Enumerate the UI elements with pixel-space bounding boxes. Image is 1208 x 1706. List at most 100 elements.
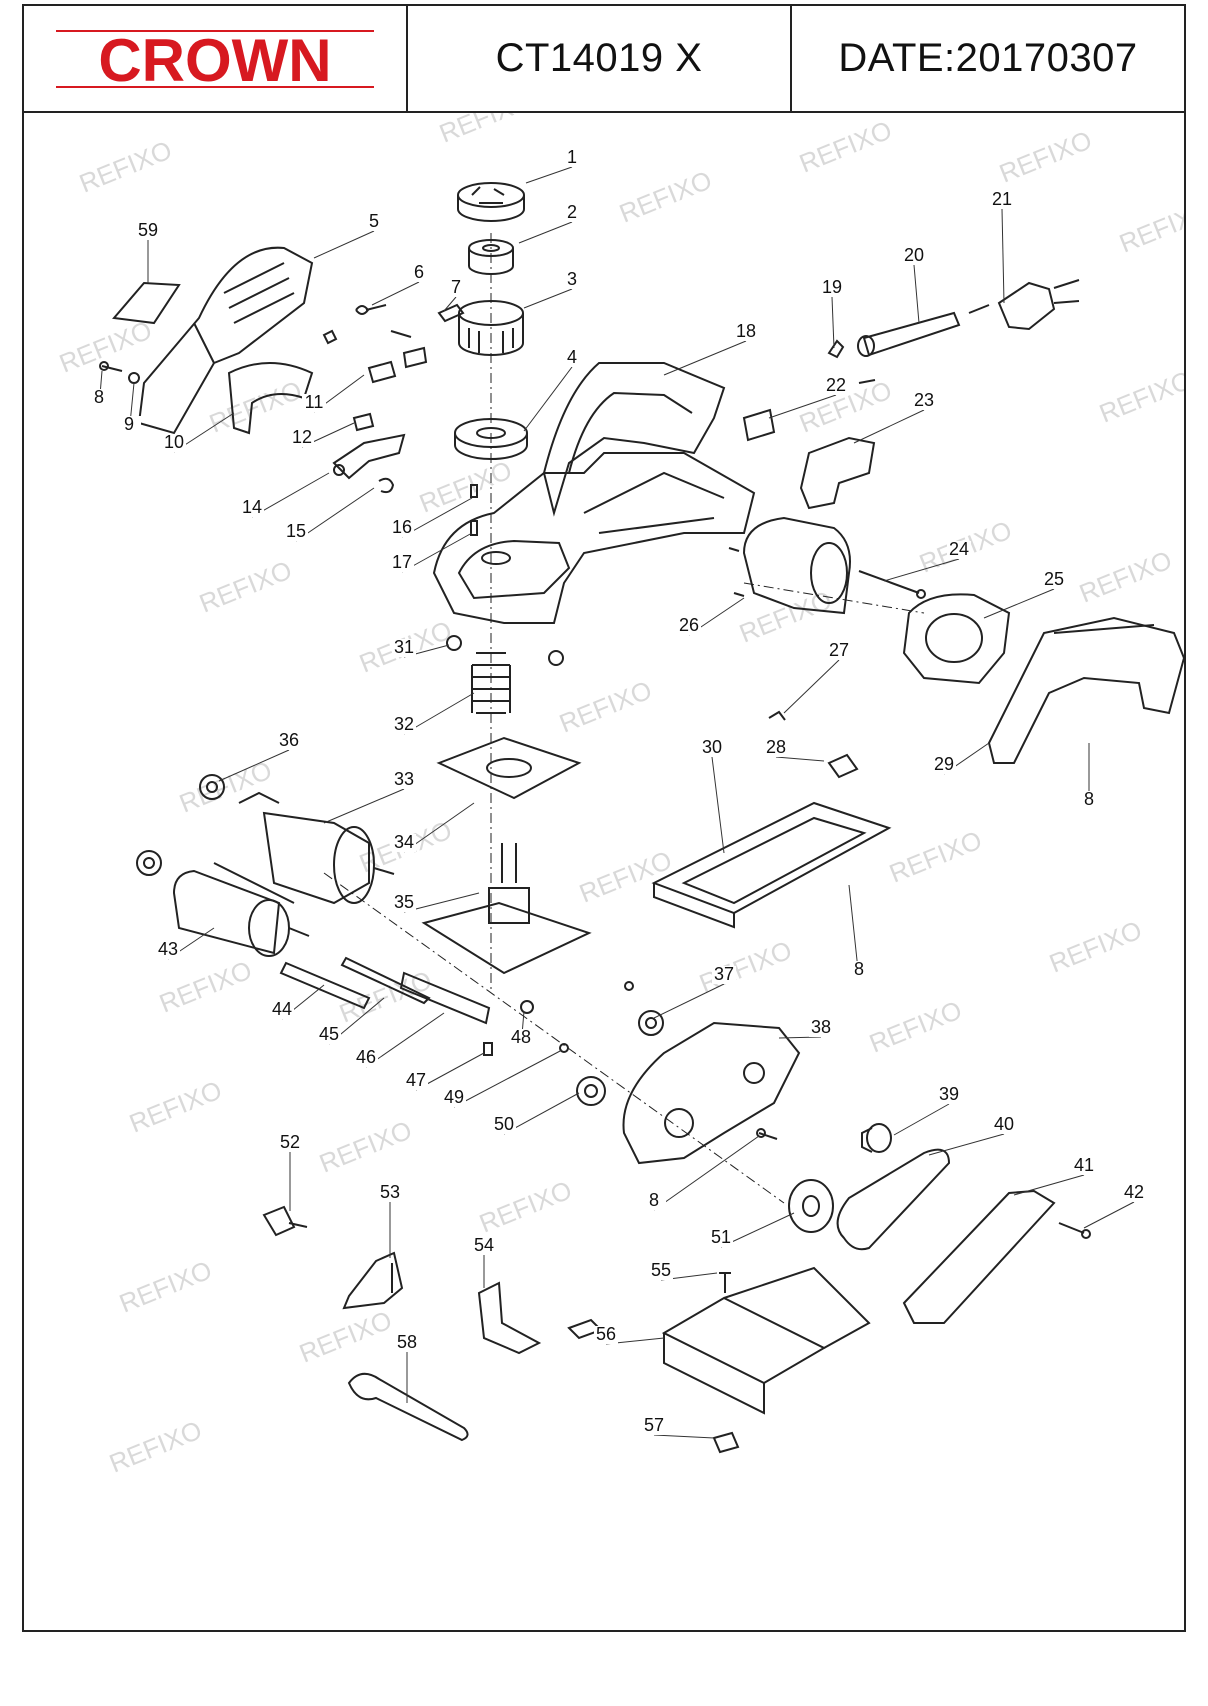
part-label-37: 37 bbox=[714, 964, 734, 984]
watermark-text: REFIXO bbox=[865, 994, 966, 1058]
leader-line bbox=[783, 659, 840, 714]
label-bg bbox=[162, 434, 186, 452]
label-bg bbox=[560, 204, 584, 222]
leader-line bbox=[913, 264, 920, 324]
part-label-23: 23 bbox=[914, 390, 934, 410]
leader-line bbox=[653, 1135, 760, 1211]
model-number: CT14019 X bbox=[495, 36, 703, 80]
part-42-screw bbox=[1058, 1222, 1091, 1239]
part-label-53: 53 bbox=[380, 1182, 400, 1202]
watermark-text: REFIXO bbox=[205, 374, 306, 438]
watermark-text: REFIXO bbox=[155, 954, 256, 1018]
label-bg bbox=[594, 1326, 618, 1344]
watermark-text: REFIXO bbox=[315, 1114, 416, 1178]
watermark-text: REFIXO bbox=[435, 113, 536, 149]
part-label-32: 32 bbox=[394, 714, 414, 734]
leader-line bbox=[720, 1212, 795, 1248]
label-bg bbox=[302, 394, 326, 412]
part-label-24: 24 bbox=[949, 539, 969, 559]
model-cell: CT14019 X bbox=[408, 6, 792, 111]
leader-line bbox=[1083, 1201, 1135, 1229]
part-59-label bbox=[112, 281, 181, 325]
part-46-blade-holder bbox=[399, 971, 491, 1025]
label-bg bbox=[820, 279, 844, 297]
label-bg bbox=[827, 642, 851, 660]
part-label-5: 5 bbox=[369, 211, 379, 231]
leader-line bbox=[1013, 1174, 1085, 1196]
watermark-text: REFIXO bbox=[195, 554, 296, 618]
watermark-text: REFIXO bbox=[555, 674, 656, 738]
watermark-text: REFIXO bbox=[415, 454, 516, 518]
watermark-text: REFIXO bbox=[885, 824, 986, 888]
part-label-55: 55 bbox=[651, 1260, 671, 1280]
part-38-side-cover bbox=[622, 1021, 801, 1165]
watermark-text: REFIXO bbox=[475, 1174, 576, 1238]
part-33-armature bbox=[238, 791, 395, 905]
label-bg bbox=[444, 279, 468, 297]
part-label-9: 9 bbox=[124, 414, 134, 434]
part-label-4: 4 bbox=[567, 347, 577, 367]
label-bg bbox=[700, 739, 724, 757]
leader-line bbox=[711, 756, 725, 854]
part-14-lever bbox=[332, 433, 406, 480]
watermark-text: REFIXO bbox=[1075, 544, 1176, 608]
part-label-3: 3 bbox=[567, 269, 577, 289]
part-label-35: 35 bbox=[394, 892, 414, 912]
part-22-switch bbox=[742, 379, 876, 442]
part-21-plug bbox=[968, 279, 1080, 331]
part-57-nut bbox=[712, 1431, 740, 1454]
leader-line bbox=[778, 1036, 822, 1039]
leader-line bbox=[371, 281, 420, 306]
watermark-text: REFIXO bbox=[125, 1074, 226, 1138]
part-47-screw bbox=[483, 1042, 493, 1056]
leader-line bbox=[218, 749, 290, 782]
part-17-pin bbox=[470, 520, 478, 536]
label-bg bbox=[404, 1072, 428, 1090]
part-31-nut bbox=[446, 635, 564, 666]
label-bg bbox=[354, 1049, 378, 1067]
watermark-text: REFIXO bbox=[105, 1414, 206, 1478]
brand-cell: CROWN bbox=[24, 6, 408, 111]
part-6-spring bbox=[355, 304, 387, 315]
part-25-baffle bbox=[902, 593, 1011, 685]
part-50-bearing bbox=[576, 1076, 606, 1106]
part-label-20: 20 bbox=[904, 245, 924, 265]
label-bg bbox=[937, 1086, 961, 1104]
label-bg bbox=[642, 1192, 666, 1210]
drawing-frame: CROWN CT14019 X DATE:20170307 REFIXO REFI… bbox=[22, 4, 1186, 1632]
part-19-clip bbox=[827, 339, 845, 359]
part-label-50: 50 bbox=[494, 1114, 514, 1134]
label-bg bbox=[712, 966, 736, 984]
label-bg bbox=[492, 1116, 516, 1134]
part-label-8: 8 bbox=[649, 1190, 659, 1210]
part-label-16: 16 bbox=[392, 517, 412, 537]
part-51-large-pulley bbox=[788, 1179, 834, 1233]
leader-line bbox=[525, 166, 573, 184]
part-label-57: 57 bbox=[644, 1415, 664, 1435]
part-24-screw bbox=[858, 570, 926, 599]
part-4-scale-ring bbox=[454, 418, 528, 460]
part-label-48: 48 bbox=[511, 1027, 531, 1047]
label-bg bbox=[392, 639, 416, 657]
part-label-39: 39 bbox=[939, 1084, 959, 1104]
part-16-pin bbox=[470, 484, 478, 498]
part-label-43: 43 bbox=[158, 939, 178, 959]
drawing-date: DATE:20170307 bbox=[838, 36, 1138, 80]
label-bg bbox=[270, 1001, 294, 1019]
part-label-11: 11 bbox=[305, 392, 324, 412]
part-11-switch bbox=[322, 329, 397, 384]
leader-line bbox=[653, 1434, 715, 1439]
part-label-56: 56 bbox=[596, 1324, 616, 1344]
part-label-25: 25 bbox=[1044, 569, 1064, 589]
part-37-screw bbox=[624, 981, 634, 991]
part-label-21: 21 bbox=[992, 189, 1012, 209]
leader-line bbox=[443, 296, 457, 312]
label-bg bbox=[649, 1262, 673, 1280]
label-bg bbox=[390, 554, 414, 572]
leader-line bbox=[523, 366, 573, 432]
brand-text: CROWN bbox=[98, 27, 331, 94]
part-35-depth-rod bbox=[421, 843, 592, 975]
leader-line bbox=[523, 288, 573, 309]
part-36-bearing bbox=[199, 774, 225, 800]
label-bg bbox=[677, 617, 701, 635]
